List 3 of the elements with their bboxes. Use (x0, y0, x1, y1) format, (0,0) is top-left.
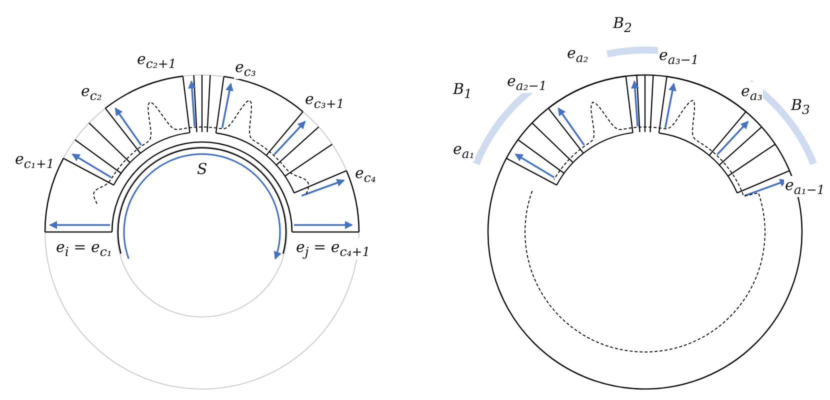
math-label: e$_{a₃}$ (740, 82, 764, 103)
band-label: B$_{3}$ (790, 96, 811, 117)
band-label: B$_{2}$ (612, 14, 633, 35)
